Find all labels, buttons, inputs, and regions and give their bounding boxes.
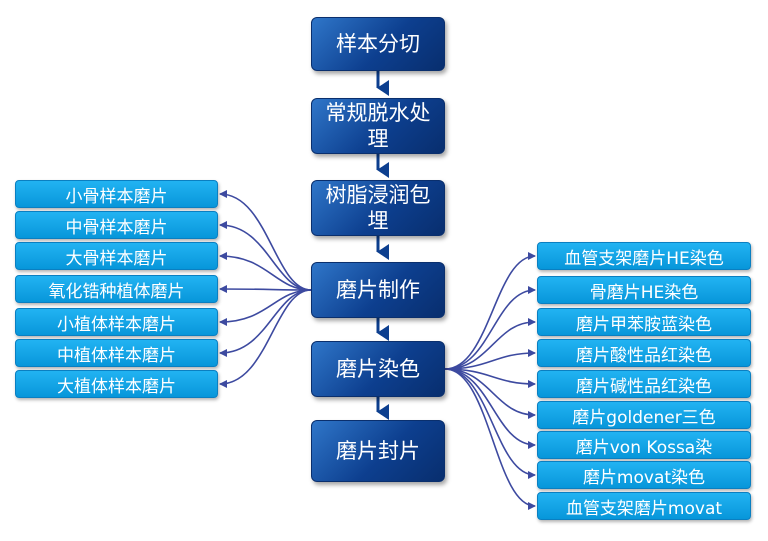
step-label: 常规脱水处理 [325,101,431,151]
grinding-type-item: 大植体样本磨片 [15,370,218,398]
staining-connector [444,368,536,479]
staining-type-item: 血管支架磨片movat [537,492,751,520]
staining-type-item: 磨片碱性品红染色 [537,370,751,398]
step-staining: 磨片染色 [311,341,445,397]
staining-connector [444,368,536,388]
grinding-connector [219,289,312,326]
staining-type-item: 磨片酸性品红染色 [537,339,751,367]
staining-connector [444,349,536,370]
step-resin-embedding: 树脂浸润包埋 [311,180,445,236]
grinding-type-item: 小骨样本磨片 [15,180,218,208]
step-label: 树脂浸润包埋 [325,183,431,233]
staining-type-item: 血管支架磨片HE染色 [537,242,751,270]
staining-type-item: 磨片甲苯胺蓝染色 [537,308,751,336]
grinding-type-item: 中植体样本磨片 [15,339,218,367]
grinding-type-item: 氧化锆种植体磨片 [15,275,218,303]
staining-connector [444,286,536,370]
grinding-connectors [219,190,312,388]
grinding-connector [219,285,312,294]
staining-connectors [444,252,536,510]
grinding-connector [219,190,312,291]
staining-type-item: 磨片goldener三色 [537,401,751,429]
grinding-type-item: 中骨样本磨片 [15,211,218,239]
step-label: 磨片制作 [336,278,420,302]
staining-type-item: 磨片movat染色 [537,461,751,489]
grinding-type-item: 小植体样本磨片 [15,308,218,336]
staining-connector [444,318,536,370]
step-sample-cutting: 样本分切 [311,17,445,71]
step-mounting: 磨片封片 [311,420,445,482]
grinding-connector [219,221,312,291]
step-grinding: 磨片制作 [311,262,445,318]
staining-type-item: 骨磨片HE染色 [537,276,751,304]
step-dehydration: 常规脱水处理 [311,98,445,154]
grinding-type-item: 大骨样本磨片 [15,242,218,270]
step-label: 磨片封片 [336,439,420,463]
step-label: 磨片染色 [336,357,420,381]
staining-connector [444,368,536,510]
staining-connector [444,252,536,370]
step-label: 样本分切 [336,32,420,56]
staining-type-item: 磨片von Kossa染 [537,431,751,459]
grinding-connector [219,289,312,388]
grinding-connector [219,252,312,291]
